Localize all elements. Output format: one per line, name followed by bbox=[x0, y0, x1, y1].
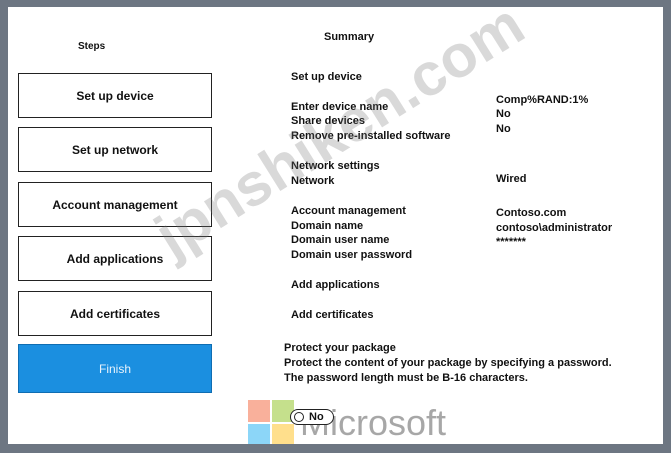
remove-software-value: No bbox=[496, 123, 511, 135]
step-add-certificates[interactable]: Add certificates bbox=[18, 291, 212, 336]
step-label: Account management bbox=[52, 197, 178, 212]
account-management-heading: Account management bbox=[291, 205, 406, 217]
add-applications-heading: Add applications bbox=[291, 279, 380, 291]
protect-line-1: Protect the content of your package by s… bbox=[284, 357, 612, 369]
password-protect-toggle[interactable] bbox=[290, 409, 334, 425]
domain-password-value: ******* bbox=[496, 236, 526, 248]
step-label: Add certificates bbox=[69, 306, 161, 321]
step-label: Set up device bbox=[76, 88, 154, 103]
password-protect-toggle-label: No bbox=[309, 411, 324, 423]
step-add-applications[interactable]: Add applications bbox=[18, 236, 212, 281]
domain-user-value: contoso\administrator bbox=[496, 222, 613, 234]
step-account-management[interactable]: Account management bbox=[18, 182, 212, 227]
steps-title: Steps bbox=[78, 41, 106, 52]
domain-name-label: Domain name bbox=[291, 220, 364, 232]
step-label: Set up network bbox=[71, 142, 158, 157]
add-certificates-heading: Add certificates bbox=[291, 309, 374, 321]
share-devices-value: No bbox=[496, 108, 511, 120]
protect-heading: Protect your package bbox=[284, 342, 396, 354]
protect-line-2: The password length must be B-16 charact… bbox=[284, 372, 528, 384]
domain-user-label: Domain user name bbox=[291, 234, 390, 246]
remove-software-label: Remove pre-installed software bbox=[291, 130, 451, 142]
device-name-value: Comp%RAND:1% bbox=[496, 94, 589, 106]
summary-title: Summary bbox=[324, 31, 375, 43]
domain-name-value: Contoso.com bbox=[496, 207, 567, 219]
finish-label: Finish bbox=[98, 361, 131, 376]
microsoft-logo-icon bbox=[248, 400, 294, 444]
network-settings-heading: Network settings bbox=[291, 160, 380, 172]
step-set-up-network[interactable]: Set up network bbox=[18, 127, 212, 172]
step-set-up-device[interactable]: Set up device bbox=[18, 73, 212, 118]
toggle-knob bbox=[294, 412, 304, 422]
finish-button[interactable]: Finish bbox=[18, 344, 212, 393]
network-value: Wired bbox=[496, 173, 527, 185]
device-name-label: Enter device name bbox=[291, 101, 389, 113]
summary-setup-device-heading: Set up device bbox=[291, 71, 362, 83]
domain-password-label: Domain user password bbox=[291, 249, 413, 261]
step-label: Add applications bbox=[66, 251, 164, 266]
share-devices-label: Share devices bbox=[291, 115, 365, 127]
wizard-window: Steps Set up device Set up network Accou… bbox=[8, 7, 663, 444]
network-label: Network bbox=[291, 175, 335, 187]
